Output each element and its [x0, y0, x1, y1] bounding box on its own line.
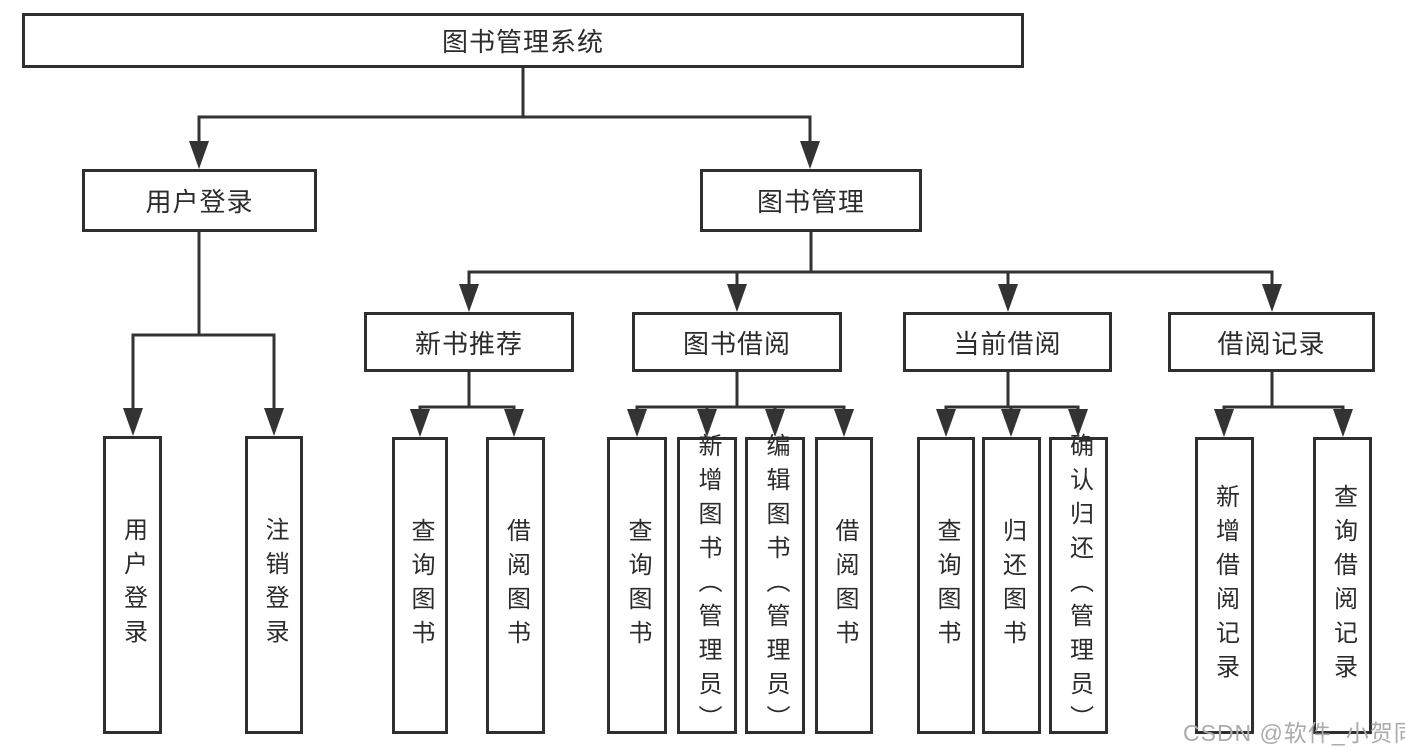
leaf-add-borrow-record: 新增借阅记录 — [1195, 437, 1254, 734]
leaf-borrow-books-2: 借阅图书 — [815, 437, 873, 734]
node-label: 图书管理系统 — [441, 27, 604, 57]
leaf-user-login: 用户登录 — [103, 436, 162, 734]
leaf-query-books-1: 查询图书 — [392, 437, 448, 734]
leaf-return-books: 归还图书 — [982, 437, 1041, 734]
node-label: 新增借阅记录 — [1211, 483, 1239, 688]
node-book-management: 图书管理 — [700, 169, 922, 232]
leaf-edit-books-admin: 编辑图书（管理员） — [745, 433, 805, 739]
node-label: 新书推荐 — [414, 328, 523, 359]
node-label: 当前借阅 — [953, 328, 1062, 359]
node-label: 查询图书 — [933, 517, 960, 654]
node-label: 图书借阅 — [682, 328, 791, 359]
node-current-borrowing: 当前借阅 — [903, 312, 1112, 372]
node-label: 用户登录 — [119, 517, 147, 653]
leaf-query-books-3: 查询图书 — [917, 437, 975, 734]
node-label: 查询图书 — [407, 517, 434, 654]
node-label: 确认归还（管理员） — [1065, 432, 1093, 739]
node-label: 新增图书（管理员） — [694, 432, 721, 739]
node-label: 借阅图书 — [502, 517, 530, 654]
leaf-confirm-return-admin: 确认归还（管理员） — [1049, 433, 1108, 739]
node-label: 注销登录 — [261, 517, 288, 653]
node-label: 图书管理 — [756, 187, 865, 217]
leaf-add-books-admin: 新增图书（管理员） — [677, 433, 737, 739]
node-library-system: 图书管理系统 — [22, 13, 1024, 68]
node-user-login: 用户登录 — [82, 169, 317, 232]
node-borrowing-records: 借阅记录 — [1168, 312, 1375, 372]
node-label: 查询图书 — [624, 517, 651, 654]
node-label: 查询借阅记录 — [1329, 483, 1357, 688]
node-label: 借阅图书 — [831, 517, 858, 654]
leaf-logout: 注销登录 — [245, 436, 303, 734]
leaf-query-borrow-record: 查询借阅记录 — [1313, 437, 1372, 734]
node-label: 归还图书 — [998, 517, 1026, 654]
leaf-borrow-books-1: 借阅图书 — [486, 437, 545, 734]
node-label: 用户登录 — [145, 187, 254, 217]
node-label: 编辑图书（管理员） — [762, 432, 789, 739]
node-book-borrowing: 图书借阅 — [632, 312, 842, 372]
csdn-watermark: CSDN @软件_小贺同学 — [1183, 720, 1405, 746]
leaf-query-books-2: 查询图书 — [607, 437, 667, 734]
node-label: 借阅记录 — [1217, 328, 1326, 359]
node-new-book-recommend: 新书推荐 — [364, 312, 574, 372]
